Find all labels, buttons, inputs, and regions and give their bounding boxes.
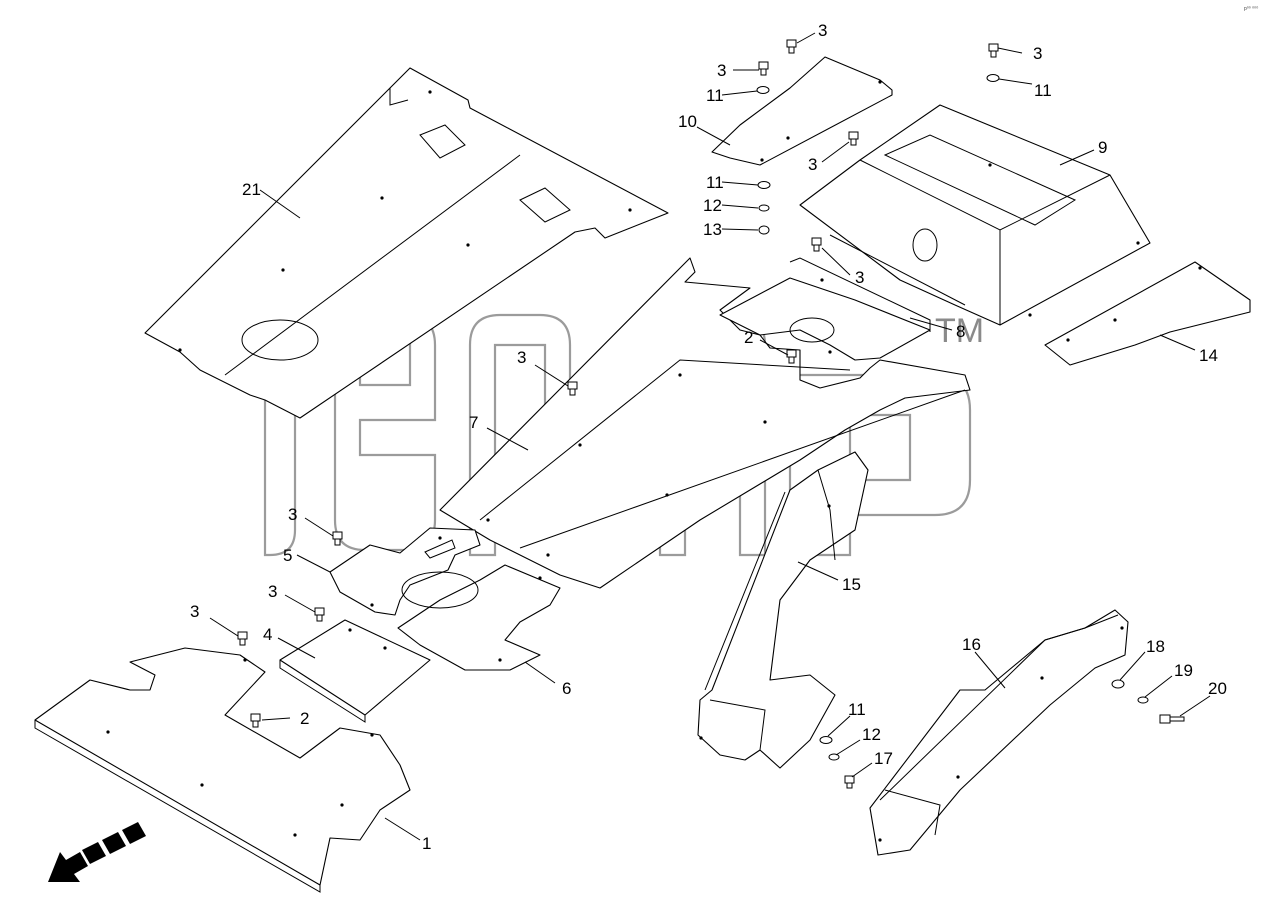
washer-icon	[757, 181, 771, 189]
callout-10: 10	[678, 112, 697, 131]
callout-5: 5	[283, 546, 292, 565]
bolt-icon	[758, 61, 769, 76]
part-5-plate	[329, 527, 481, 616]
callout-21: 21	[242, 180, 261, 199]
part-14-plate	[1044, 261, 1251, 366]
callout-11: 11	[706, 173, 724, 192]
bolt-icon	[844, 775, 855, 789]
part-7-mid-panel	[439, 257, 971, 589]
callout-13: 13	[703, 220, 722, 239]
watermark-tm: TM	[935, 312, 984, 350]
washer-icon	[828, 753, 840, 761]
callout-12: 12	[703, 196, 722, 215]
callout-3: 3	[808, 155, 817, 174]
washer-icon	[756, 86, 770, 94]
washer-icon	[758, 204, 770, 212]
part-21-floor-panel	[144, 67, 669, 419]
callout-16: 16	[962, 635, 981, 654]
bolt-icon	[250, 713, 261, 728]
bolt-icon	[1159, 714, 1185, 724]
callout-15: 15	[842, 575, 861, 594]
bolt-icon	[786, 349, 797, 364]
callout-14: 14	[1199, 346, 1218, 365]
washer-icon	[819, 736, 833, 744]
callout-17: 17	[874, 749, 893, 768]
part-1-front-panel	[34, 647, 411, 893]
callout-2: 2	[300, 709, 309, 728]
part-8-bracket	[719, 257, 931, 361]
part-6-plate	[397, 564, 561, 671]
callout-2: 2	[744, 328, 753, 347]
callout-8: 8	[956, 322, 965, 341]
callout-3: 3	[1033, 44, 1042, 63]
part-9-cover-box	[799, 104, 1151, 326]
part-16-guard	[869, 609, 1129, 856]
part-15-guard	[697, 451, 869, 769]
bolt-icon	[786, 39, 797, 54]
callout-3: 3	[190, 602, 199, 621]
callout-19: 19	[1174, 661, 1193, 680]
bolt-icon	[811, 237, 822, 252]
callout-3: 3	[288, 505, 297, 524]
bolt-icon	[314, 607, 325, 622]
washer-icon	[1111, 679, 1125, 689]
callout-4: 4	[263, 625, 272, 644]
callout-6: 6	[562, 679, 571, 698]
callout-18: 18	[1146, 637, 1165, 656]
callout-3: 3	[717, 61, 726, 80]
callout-9: 9	[1098, 138, 1107, 157]
leader-lines	[209, 32, 1211, 841]
callout-1: 1	[422, 834, 431, 853]
callout-3: 3	[268, 582, 277, 601]
callout-3: 3	[818, 21, 827, 40]
callout-11: 11	[706, 86, 724, 105]
bolt-icon	[332, 531, 343, 546]
drawing-code: р⁰⁰ ⁰⁰⁰	[1244, 6, 1258, 12]
callout-11: 11	[848, 700, 866, 719]
callout-7: 7	[469, 413, 478, 432]
nut-icon	[758, 225, 770, 235]
washer-icon	[1137, 696, 1149, 704]
part-4-plate	[279, 619, 431, 723]
bolt-icon	[988, 43, 999, 58]
callout-12: 12	[862, 725, 881, 744]
forward-arrow-icon	[48, 822, 146, 882]
callout-3: 3	[855, 268, 864, 287]
callout-20: 20	[1208, 679, 1227, 698]
callout-labels: 3 3 11 10 3 11 9 3 11 12 13 3 8 2 14 3 7…	[190, 21, 1227, 853]
bolt-icon	[848, 131, 859, 146]
callout-3: 3	[517, 348, 526, 367]
washer-icon	[986, 74, 1000, 82]
part-10-plate	[711, 56, 893, 166]
callout-11: 11	[1034, 81, 1052, 100]
bolt-icon	[237, 631, 248, 646]
